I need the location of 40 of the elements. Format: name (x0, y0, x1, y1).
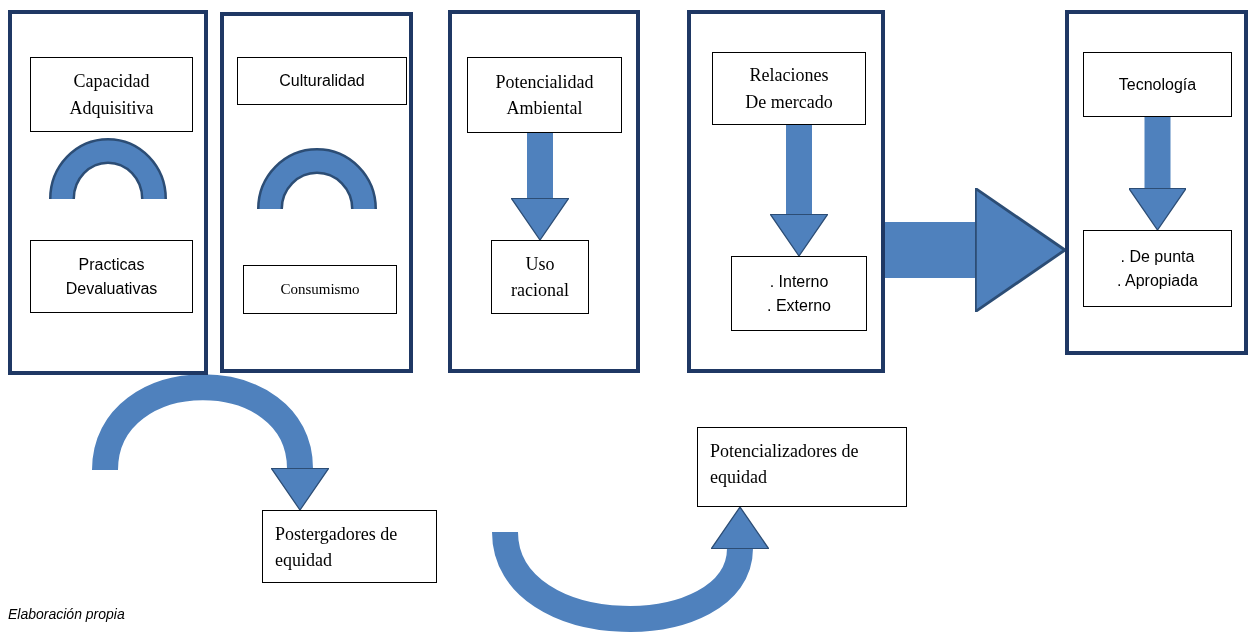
node-label: Relaciones De mercado (744, 64, 834, 114)
node-label: Uso racional (510, 252, 570, 302)
text-box (243, 265, 397, 314)
text-box (697, 427, 907, 507)
node-label: Consumismo (280, 279, 360, 299)
node-label: Tecnología (1118, 74, 1197, 95)
node-label: Capacidad Adquisitiva (68, 70, 155, 120)
node-label: . De punta (1120, 247, 1195, 268)
text-box (491, 240, 589, 314)
node-label: Culturalidad (279, 71, 365, 92)
text-box (1083, 52, 1232, 117)
text-box (30, 240, 193, 313)
text-box (731, 256, 867, 331)
curved-block-arrow (492, 507, 769, 632)
node-label: Potencialidad Ambiental (494, 70, 595, 120)
panel-frame (8, 10, 208, 375)
caption: Elaboración propia (8, 606, 125, 622)
text-box (237, 57, 407, 105)
block-arrow (1128, 117, 1187, 231)
node-label: Practicas Devaluativas (64, 255, 159, 299)
text-box (467, 57, 622, 133)
curved-block-arrow (92, 374, 329, 511)
node-label: . Apropiada (1117, 270, 1198, 291)
block-arrow (510, 133, 570, 241)
text-box (1083, 230, 1232, 307)
block-arrow (769, 125, 829, 257)
node-label: . Externo (767, 295, 831, 316)
arch-shape (256, 148, 378, 212)
panel-frame (220, 12, 413, 373)
node-label: Potencializadores de equidad (710, 440, 860, 490)
block-arrow (885, 187, 1067, 313)
node-label: Postergadores de equidad (275, 523, 399, 573)
panel-frame (1065, 10, 1248, 355)
panel-frame (448, 10, 640, 373)
text-box (30, 57, 193, 132)
node-label: . Interno (769, 272, 829, 293)
panel-frame (687, 10, 885, 373)
text-box (712, 52, 866, 125)
text-box (262, 510, 437, 583)
arch-shape (48, 138, 168, 202)
